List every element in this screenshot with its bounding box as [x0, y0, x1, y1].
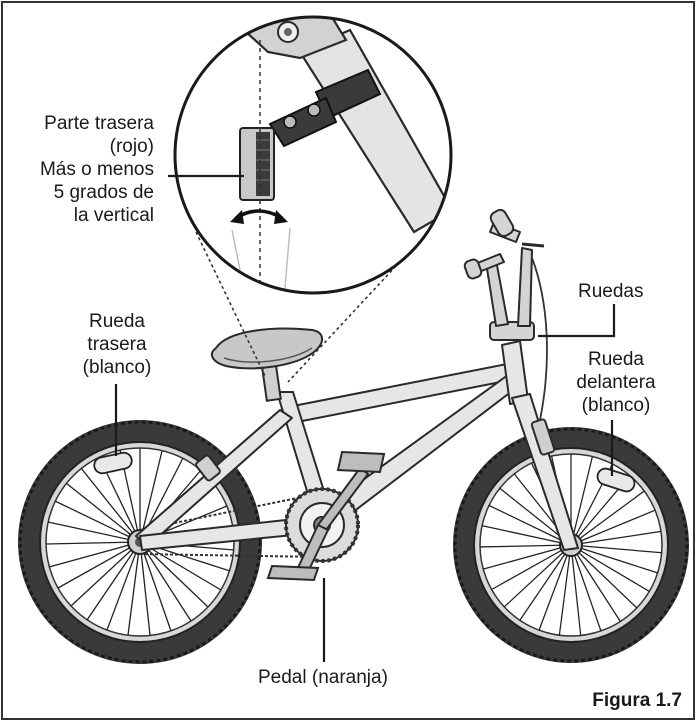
bike-frame	[135, 340, 579, 551]
brake-reflector-callout	[173, 15, 453, 383]
front-wheel-reflector	[596, 467, 636, 493]
rear-wheel-reflector	[93, 451, 133, 475]
leader-lines	[114, 174, 616, 662]
rear-wheel-label: Rueda trasera (blanco)	[82, 311, 152, 378]
front-wheel-label: Rueda delantera (blanco)	[576, 349, 656, 416]
rear-brake-reflector-label: Parte trasera (rojo) Más o menos 5 grado…	[39, 113, 154, 226]
wheels-label: Ruedas	[578, 281, 644, 302]
pedal	[266, 450, 386, 582]
crankset	[284, 466, 370, 578]
pedal-label: Pedal (naranja)	[258, 667, 388, 688]
handlebar	[463, 208, 548, 421]
saddle	[210, 327, 323, 402]
figure-caption: Figura 1.7	[592, 690, 682, 711]
